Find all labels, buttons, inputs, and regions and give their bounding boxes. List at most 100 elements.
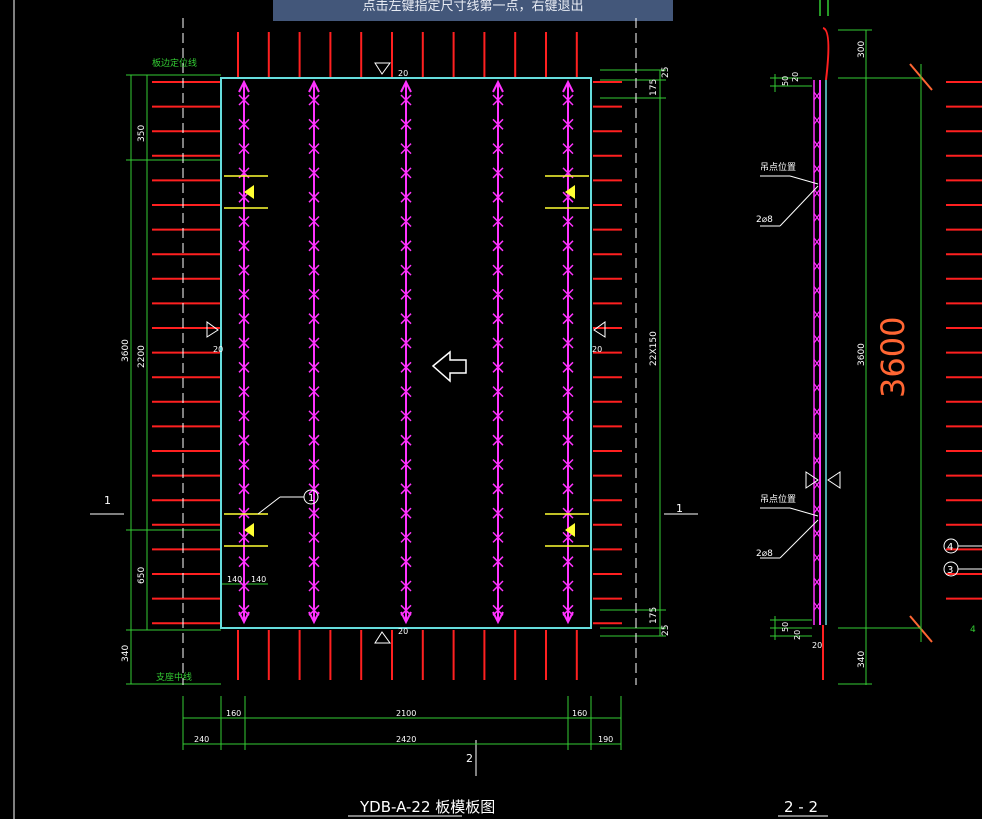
truss-x	[308, 118, 320, 130]
truss-x	[400, 434, 412, 446]
truss-x	[308, 507, 320, 519]
cover-label-left: 20	[213, 345, 223, 354]
cut-marker-top-icon	[374, 62, 391, 75]
section-marker-left-icon	[805, 471, 819, 489]
truss-x	[562, 94, 574, 106]
truss-x	[562, 361, 574, 373]
truss-x	[308, 483, 320, 495]
dim-right-175-top: 175	[649, 79, 659, 96]
truss-x	[400, 580, 412, 592]
truss-x	[492, 264, 504, 276]
dim-bottom-190: 190	[598, 735, 613, 744]
truss-x	[492, 361, 504, 373]
truss-x	[400, 313, 412, 325]
lift-leader-1b	[789, 175, 819, 185]
cover-label-right: 20	[592, 345, 602, 354]
truss-x	[400, 556, 412, 568]
truss-x	[562, 337, 574, 349]
truss-x	[562, 240, 574, 252]
dim-inner-140-left: 140	[227, 575, 242, 584]
truss-x	[308, 337, 320, 349]
lift-label-2: 吊点位置	[760, 493, 796, 505]
truss-x	[400, 264, 412, 276]
balloon-1-leader	[257, 496, 281, 515]
truss-x	[562, 556, 574, 568]
truss-x	[492, 215, 504, 228]
truss-x	[562, 264, 574, 276]
truss-x	[492, 191, 504, 203]
truss-x	[562, 604, 574, 616]
section-title: 2 - 2	[784, 798, 818, 816]
truss-x	[492, 313, 504, 325]
truss-x	[238, 337, 250, 349]
cover-label-top: 20	[398, 69, 408, 78]
truss-arrow-bottom	[400, 611, 412, 625]
truss-x	[492, 167, 504, 179]
truss-x	[238, 580, 250, 592]
truss-x	[492, 531, 504, 543]
big-dim-text: 3600	[874, 317, 912, 398]
truss-x	[492, 288, 504, 300]
truss-x	[492, 507, 504, 519]
section-edge-dim: 4	[970, 625, 976, 635]
truss-x	[400, 507, 412, 519]
truss-x	[400, 118, 412, 130]
dimension-lines	[90, 29, 872, 776]
truss-x	[492, 386, 504, 398]
dim-bottom-240: 240	[194, 735, 209, 744]
command-tip: 点击左键指定尺寸线第一点，右键退出	[273, 0, 673, 21]
dim-left-650: 650	[137, 567, 147, 584]
section-dim-340: 340	[857, 651, 867, 668]
truss-x	[562, 313, 574, 325]
truss-x	[238, 118, 250, 130]
truss-x	[238, 556, 250, 568]
balloon-4-text: 4	[947, 542, 953, 553]
truss-arrow-top	[308, 79, 320, 93]
dim-bottom-2420: 2420	[396, 735, 416, 744]
balloon-4	[943, 538, 959, 554]
truss-x	[562, 580, 574, 592]
truss-arrow-top	[492, 79, 504, 93]
truss-x	[308, 215, 320, 228]
dim-inner-140-right: 140	[251, 575, 266, 584]
truss-x	[492, 337, 504, 349]
truss-x	[562, 458, 574, 471]
center-line-label: 支座中线	[156, 671, 192, 683]
balloon-3	[943, 561, 959, 577]
truss-x	[562, 507, 574, 519]
lift-point-icon	[244, 185, 254, 199]
truss-x	[308, 264, 320, 276]
truss-x	[238, 507, 250, 519]
truss-x	[562, 434, 574, 446]
truss-x	[492, 458, 504, 471]
section-cut-right: 1	[676, 502, 683, 515]
section-dim-20-top: 20	[791, 72, 800, 82]
truss-x	[400, 240, 412, 252]
truss-x	[308, 556, 320, 568]
lift-point-icon	[565, 523, 575, 537]
balloon-3-text: 3	[947, 565, 953, 576]
dim-bottom-160-left: 160	[226, 709, 241, 718]
truss-x	[238, 458, 250, 471]
dim-right-25-bottom: 25	[661, 625, 671, 636]
truss-x	[400, 337, 412, 349]
truss-x	[492, 94, 504, 106]
truss-arrow-bottom	[492, 611, 504, 625]
lift-point-icon	[244, 523, 254, 537]
truss-x	[400, 604, 412, 616]
truss-x	[308, 94, 320, 106]
balloon-1-text: 1	[308, 493, 314, 504]
truss-group	[238, 79, 821, 625]
truss-x	[492, 410, 504, 422]
dim-right-175-bottom: 175	[649, 607, 659, 624]
truss-x	[308, 410, 320, 422]
dim-left-340: 340	[121, 645, 131, 662]
truss-x	[308, 191, 320, 203]
truss-x	[400, 143, 412, 155]
section-dim-50-top: 50	[781, 76, 790, 86]
truss-x	[400, 94, 412, 106]
truss-x	[400, 483, 412, 495]
truss-x	[238, 240, 250, 252]
